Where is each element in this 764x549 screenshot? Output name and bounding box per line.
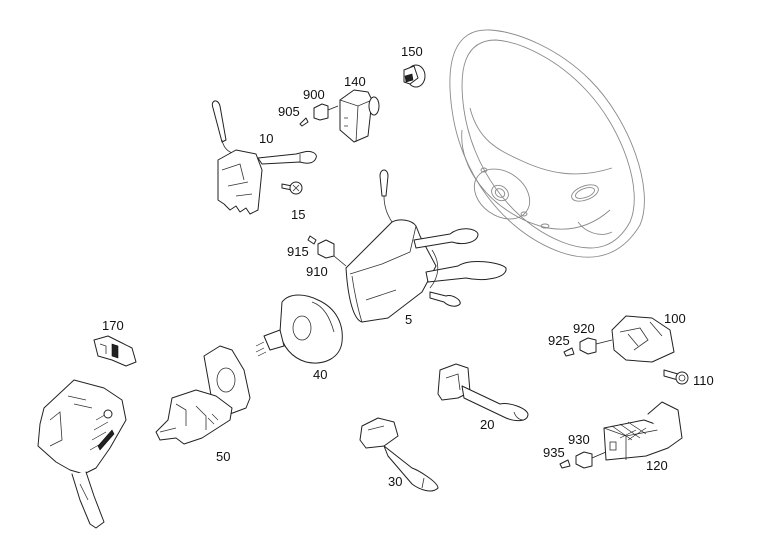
part-40-clock-spring[interactable] — [255, 294, 343, 364]
part-control-module[interactable] — [37, 379, 127, 529]
label-140: 140 — [344, 74, 366, 89]
part-925-bulb[interactable] — [563, 347, 575, 357]
label-40: 40 — [313, 367, 327, 382]
part-915-bulb[interactable] — [307, 235, 317, 245]
label-100: 100 — [664, 311, 686, 326]
part-10-combination-switch[interactable] — [211, 100, 317, 215]
label-905: 905 — [278, 104, 300, 119]
part-930-bulb-holder[interactable] — [575, 451, 607, 469]
label-10: 10 — [259, 131, 273, 146]
label-120: 120 — [646, 458, 668, 473]
label-15: 15 — [291, 207, 305, 222]
label-5: 5 — [405, 312, 412, 327]
part-905-bulb[interactable] — [299, 117, 309, 127]
label-920: 920 — [573, 321, 595, 336]
label-910: 910 — [306, 264, 328, 279]
label-20: 20 — [480, 417, 494, 432]
label-925: 925 — [548, 333, 570, 348]
part-5-column-switch-assembly[interactable] — [345, 169, 507, 323]
label-900: 900 — [303, 87, 325, 102]
label-935: 935 — [543, 445, 565, 460]
part-170-connector[interactable] — [93, 335, 137, 367]
label-30: 30 — [388, 474, 402, 489]
part-100-switch-housing[interactable] — [611, 315, 675, 363]
part-935-bulb[interactable] — [559, 459, 571, 469]
part-30-steering-adjust-lever[interactable] — [359, 417, 439, 492]
label-930: 930 — [568, 432, 590, 447]
label-150: 150 — [401, 44, 423, 59]
part-15-screw[interactable] — [281, 181, 303, 195]
steering-wheel — [449, 29, 645, 258]
part-140-switch-module[interactable] — [339, 89, 380, 143]
part-110-bolt[interactable] — [663, 369, 689, 385]
part-910-bulb-holder[interactable] — [317, 239, 347, 267]
label-110: 110 — [693, 373, 714, 388]
part-20-cruise-control-lever[interactable] — [437, 363, 529, 422]
part-920-bulb-holder[interactable] — [579, 337, 613, 355]
part-900-bulb-holder[interactable] — [313, 103, 339, 121]
label-170: 170 — [102, 318, 124, 333]
label-915: 915 — [287, 244, 309, 259]
label-50: 50 — [216, 449, 230, 464]
part-120-switch-housing[interactable] — [603, 401, 683, 461]
part-50-steering-lock-housing[interactable] — [155, 345, 251, 445]
part-150-horn-contact[interactable] — [403, 64, 426, 88]
